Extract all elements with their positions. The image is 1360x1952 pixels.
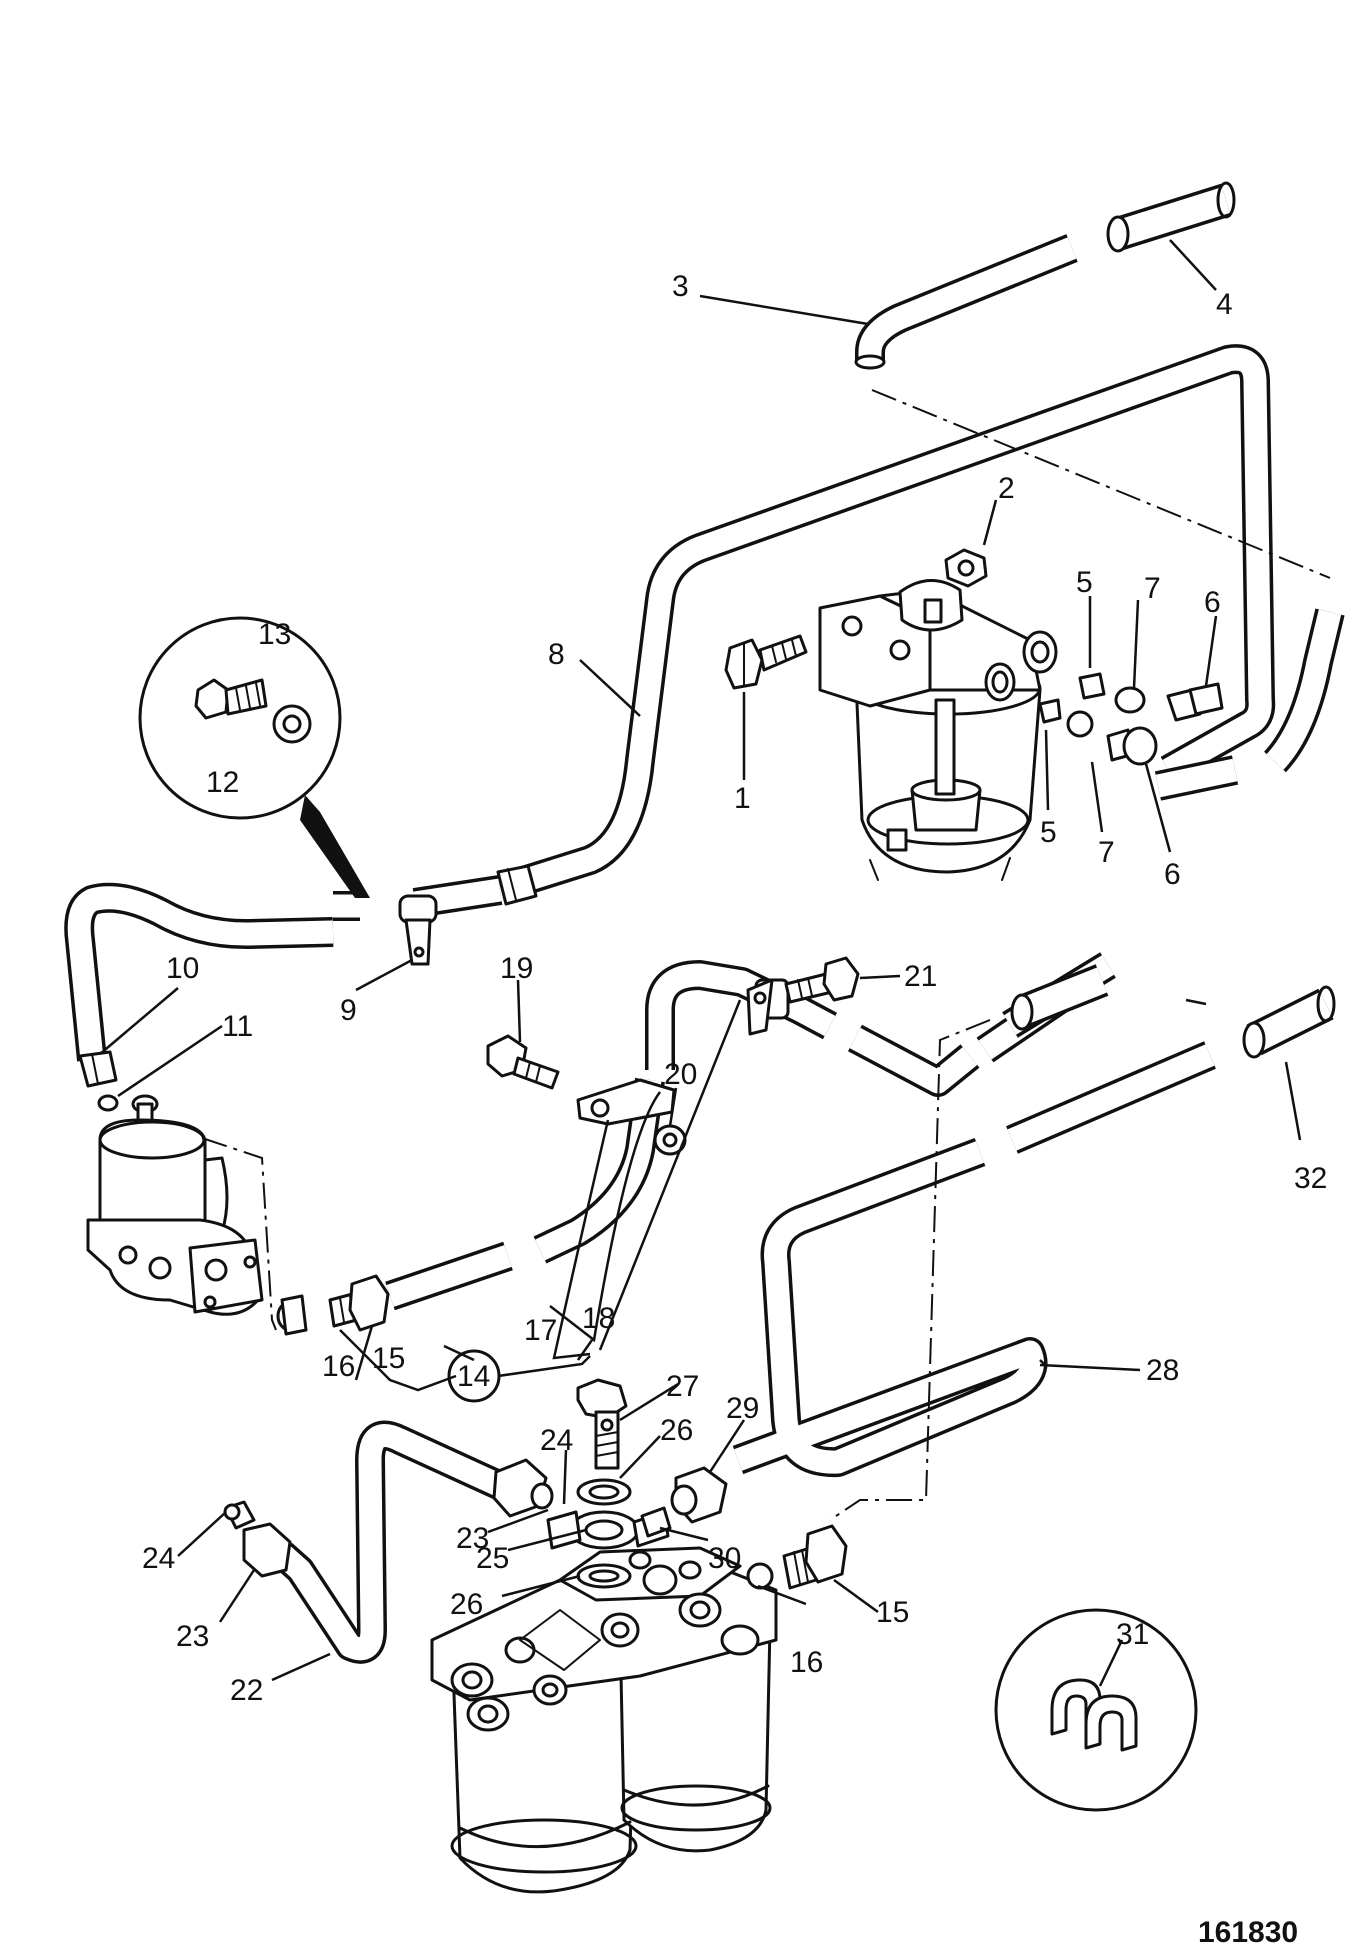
label-10: 10 bbox=[166, 952, 199, 985]
label-25: 25 bbox=[476, 1542, 509, 1575]
hose-end-upper-right bbox=[1010, 964, 1109, 1031]
twin-fuel-filter bbox=[430, 1546, 778, 1894]
label-32: 32 bbox=[1294, 1162, 1327, 1195]
fittings-5-6-7 bbox=[1038, 672, 1224, 766]
part-labels: 1 2 3 4 5 5 6 6 7 7 8 9 10 11 12 13 14 1… bbox=[142, 270, 1327, 1949]
label-5a: 5 bbox=[1076, 566, 1093, 599]
label-24b: 24 bbox=[142, 1542, 175, 1575]
label-1: 1 bbox=[734, 782, 751, 815]
detail-circle-31 bbox=[994, 1608, 1198, 1812]
nut-23-lower bbox=[223, 1500, 292, 1578]
fuel-pipe-22 bbox=[272, 1420, 512, 1664]
label-28: 28 bbox=[1146, 1354, 1179, 1387]
label-7b: 7 bbox=[1098, 836, 1115, 869]
nut-23-upper bbox=[492, 1458, 554, 1518]
label-27: 27 bbox=[666, 1370, 699, 1403]
label-24a: 24 bbox=[540, 1424, 573, 1457]
hose-32 bbox=[1242, 985, 1336, 1059]
label-30: 30 bbox=[708, 1542, 741, 1575]
clip-18 bbox=[746, 978, 790, 1036]
label-6b: 6 bbox=[1164, 858, 1181, 891]
label-4: 4 bbox=[1216, 288, 1233, 321]
bolt-21 bbox=[784, 956, 860, 1004]
label-9: 9 bbox=[340, 994, 357, 1027]
label-7a: 7 bbox=[1144, 572, 1161, 605]
label-12: 12 bbox=[206, 766, 239, 799]
label-15a: 15 bbox=[372, 1342, 405, 1375]
label-3: 3 bbox=[672, 270, 689, 303]
label-22: 22 bbox=[230, 1674, 263, 1707]
label-23b: 23 bbox=[176, 1620, 209, 1653]
union-15-16-right bbox=[746, 1524, 848, 1590]
label-31: 31 bbox=[1116, 1618, 1149, 1651]
hose-4 bbox=[1106, 181, 1236, 253]
label-16b: 16 bbox=[790, 1646, 823, 1679]
nut-29 bbox=[670, 1466, 728, 1524]
fuel-pipe-8 bbox=[333, 344, 1276, 966]
label-26b: 26 bbox=[450, 1588, 483, 1621]
label-29: 29 bbox=[726, 1392, 759, 1425]
bolt-1 bbox=[724, 634, 808, 690]
label-20: 20 bbox=[664, 1058, 697, 1091]
bracket-20 bbox=[576, 1078, 687, 1156]
reference-number: 161830 bbox=[1198, 1916, 1298, 1949]
label-21: 21 bbox=[904, 960, 937, 993]
label-6a: 6 bbox=[1204, 586, 1221, 619]
banjo-assembly bbox=[546, 1378, 670, 1589]
sediment-bowl-filter bbox=[818, 579, 1058, 881]
fuel-pump bbox=[86, 1094, 264, 1316]
leader-lines bbox=[99, 239, 1302, 1687]
label-5b: 5 bbox=[1040, 816, 1057, 849]
label-2: 2 bbox=[998, 472, 1015, 505]
hose-3 bbox=[854, 234, 1078, 370]
label-18: 18 bbox=[582, 1302, 615, 1335]
label-26a: 26 bbox=[660, 1414, 693, 1447]
label-14: 14 bbox=[457, 1360, 490, 1393]
label-13: 13 bbox=[258, 618, 291, 651]
union-15-16-left bbox=[276, 1274, 390, 1336]
bolt-19 bbox=[486, 1034, 560, 1090]
pipe-right-upper bbox=[1154, 608, 1345, 801]
label-23a: 23 bbox=[456, 1522, 489, 1555]
detail-circle-12-13 bbox=[138, 616, 370, 898]
label-19: 19 bbox=[500, 952, 533, 985]
label-15b: 15 bbox=[876, 1596, 909, 1629]
label-11: 11 bbox=[222, 1010, 253, 1043]
label-17: 17 bbox=[524, 1314, 557, 1347]
label-16a: 16 bbox=[322, 1350, 355, 1383]
fuel-pipe-left bbox=[64, 882, 334, 1112]
nut-2 bbox=[944, 548, 988, 588]
label-8: 8 bbox=[548, 638, 565, 671]
fuel-pipe-28 bbox=[732, 1041, 1216, 1478]
